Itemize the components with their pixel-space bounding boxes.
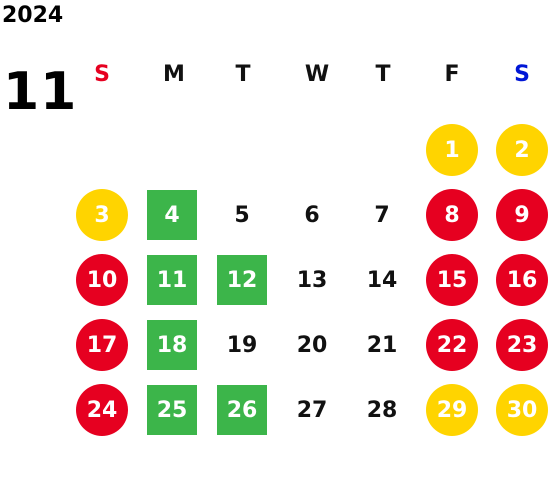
day-cell: 3	[76, 189, 128, 241]
weekday-sun: S	[94, 62, 110, 87]
weekday-header: S M T W T F S	[67, 62, 548, 102]
day-cell: 18	[147, 320, 197, 370]
weekday-tue: T	[235, 62, 251, 87]
day-cell: 19	[226, 332, 258, 358]
weekday-mon: M	[163, 62, 185, 87]
day-cell: 7	[374, 202, 390, 228]
weekday-wed: W	[304, 62, 330, 87]
day-cell: 17	[76, 319, 128, 371]
day-cell: 10	[76, 254, 128, 306]
day-cell: 6	[304, 202, 320, 228]
day-cell: 2	[496, 124, 548, 176]
day-cell: 21	[366, 332, 398, 358]
day-cell: 11	[147, 255, 197, 305]
weekday-thu: T	[375, 62, 391, 87]
day-cell: 28	[366, 397, 398, 423]
month-number: 11	[3, 62, 78, 122]
day-cell: 22	[426, 319, 478, 371]
weekday-fri: F	[444, 62, 460, 87]
day-cell: 16	[496, 254, 548, 306]
day-cell: 23	[496, 319, 548, 371]
day-cell: 9	[496, 189, 548, 241]
year-label: 2024	[2, 3, 64, 28]
day-cell: 30	[496, 384, 548, 436]
day-cell: 4	[147, 190, 197, 240]
day-cell: 26	[217, 385, 267, 435]
day-cell: 13	[296, 267, 328, 293]
weekday-sat: S	[514, 62, 530, 87]
day-cell: 15	[426, 254, 478, 306]
day-cell: 5	[234, 202, 250, 228]
day-cell: 14	[366, 267, 398, 293]
day-cell: 29	[426, 384, 478, 436]
day-cell: 25	[147, 385, 197, 435]
day-cell: 20	[296, 332, 328, 358]
day-cell: 12	[217, 255, 267, 305]
day-cell: 24	[76, 384, 128, 436]
day-cell: 8	[426, 189, 478, 241]
day-cell: 1	[426, 124, 478, 176]
day-cell: 27	[296, 397, 328, 423]
